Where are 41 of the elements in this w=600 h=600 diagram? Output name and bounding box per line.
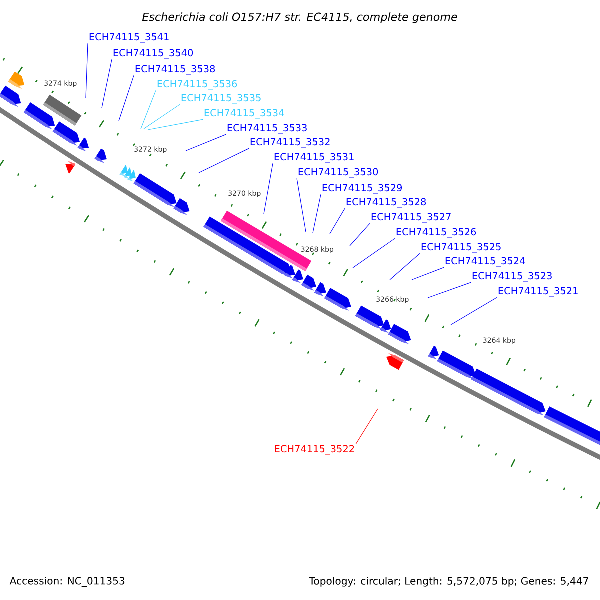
leader-line: [198, 148, 250, 174]
leader-line: [140, 90, 156, 130]
leader-line: [428, 282, 472, 298]
gene-label: ECH74115_3535: [182, 94, 261, 104]
title: Escherichia coli O157:H7 str. EC4115, complete genome: [142, 12, 458, 24]
leader-line: [412, 267, 444, 280]
gene-label: ECH74115_3523: [472, 272, 552, 282]
gene-label: ECH74115_3533: [228, 124, 307, 134]
leader-line: [296, 178, 306, 232]
gene-label: ECH74115_3538: [136, 65, 216, 75]
gene-label: ECH74115_3525: [422, 243, 501, 253]
gene-label: ECH74115_3541: [90, 33, 169, 43]
gene-label: ECH74115_3529: [322, 184, 402, 194]
gene-label: ECH74115_3536: [158, 80, 238, 90]
leader-line: [450, 297, 498, 326]
leader-line: [144, 104, 180, 130]
leader-line: [264, 163, 274, 214]
gene-label: ECH74115_3531: [274, 153, 354, 163]
leader-line: [352, 238, 396, 268]
gene-label: ECH74115_3527: [372, 213, 451, 223]
gene-label: ECH74115_3524: [446, 257, 526, 267]
gene-label: ECH74115_3530: [298, 168, 378, 178]
leader-line: [118, 75, 134, 122]
leader-line: [390, 253, 420, 280]
leader-line: [350, 223, 370, 246]
gene-label: ECH74115_3540: [114, 49, 194, 59]
gene-label: ECH74115_3528: [346, 198, 426, 208]
gene-label: ECH74115_3521: [498, 287, 578, 297]
accession-text: Accession: NC_011353: [10, 577, 125, 588]
leader-line: [330, 208, 346, 234]
leader-line: [86, 43, 88, 98]
leader-line: [148, 119, 204, 130]
leader-line: [186, 134, 226, 152]
leader-line: [102, 59, 112, 108]
leader-line: [356, 408, 378, 445]
gene-label: ECH74115_3532: [250, 138, 330, 148]
gene-label: ECH74115_3534: [204, 109, 284, 119]
gene-label: ECH74115_3526: [396, 228, 476, 238]
leader-line: [312, 194, 322, 234]
gene-label: ECH74115_3522: [275, 445, 354, 455]
genome-info-text: Topology: circular; Length: 5,572,075 bp; Genes: 5,447: [309, 577, 588, 587]
